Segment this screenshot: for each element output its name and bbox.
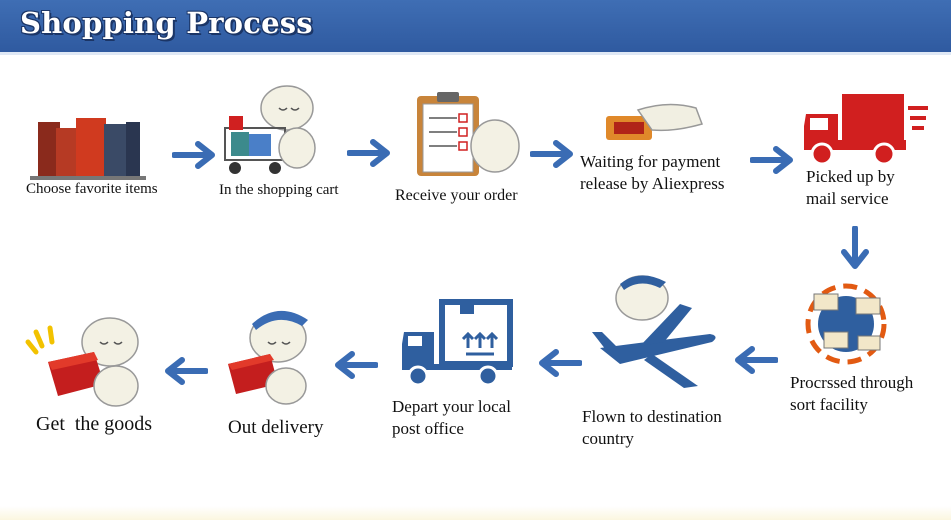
clipboard-checklist-icon [417, 92, 520, 176]
step-choose-items: Choose favorite items [20, 110, 180, 210]
arrow-left-icon [538, 348, 583, 382]
arrow-right-icon [346, 138, 391, 172]
header-bar: Shopping Process [0, 0, 951, 55]
arrow-right-icon [171, 140, 216, 174]
books-icon [30, 118, 146, 180]
step-label: Receive your order [395, 187, 518, 204]
arrow-left-icon [164, 356, 209, 390]
post-truck-icon [402, 299, 513, 387]
step-waiting-payment: Waiting for payment release by Aliexpres… [578, 96, 748, 206]
step-label-line1: Flown to destination [582, 407, 722, 426]
step-label-line1: Waiting for payment [580, 152, 721, 171]
step-label-line2: release by Aliexpress [580, 174, 725, 193]
step-label: Get the goods [36, 413, 153, 435]
step-get-goods: Get the goods [22, 312, 172, 442]
step-label-line2: country [582, 429, 634, 448]
step-label-line2: post office [392, 419, 464, 438]
shopping-cart-icon [224, 85, 316, 174]
step-receive-order: Receive your order [395, 90, 545, 210]
airplane-icon [592, 275, 716, 388]
arrow-right-icon [529, 139, 574, 173]
courier-with-box-icon [228, 310, 308, 405]
page-title: Shopping Process [20, 6, 313, 40]
step-label-line1: Depart your local [392, 397, 511, 416]
envelopes-globe-icon [805, 283, 887, 365]
step-label-line1: Picked up by [806, 167, 895, 186]
step-label: In the shopping cart [219, 182, 339, 198]
arrow-right-icon [749, 145, 794, 179]
payment-hand-icon [606, 103, 703, 140]
delivery-truck-icon [804, 94, 928, 166]
step-out-delivery: Out delivery [222, 298, 352, 448]
step-shopping-cart: In the shopping cart [215, 78, 365, 208]
step-flown-destination: Flown to destination country [580, 268, 750, 458]
arrow-left-icon [734, 345, 779, 379]
step-label: Out delivery [228, 417, 324, 438]
bottom-strip [0, 506, 951, 520]
step-label: Choose favorite items [26, 181, 158, 197]
character-with-goods-icon [25, 317, 139, 407]
step-sort-facility: Procrssed through sort facility [788, 283, 948, 424]
arrow-down-icon [840, 225, 870, 274]
step-label-line1: Procrssed through [790, 373, 914, 392]
step-depart-post-office: Depart your local post office [390, 298, 550, 448]
step-label-line2: mail service [806, 189, 889, 208]
step-picked-up: Picked up by mail service [802, 92, 942, 212]
step-label-line2: sort facility [790, 395, 868, 414]
arrow-left-icon [334, 350, 379, 384]
